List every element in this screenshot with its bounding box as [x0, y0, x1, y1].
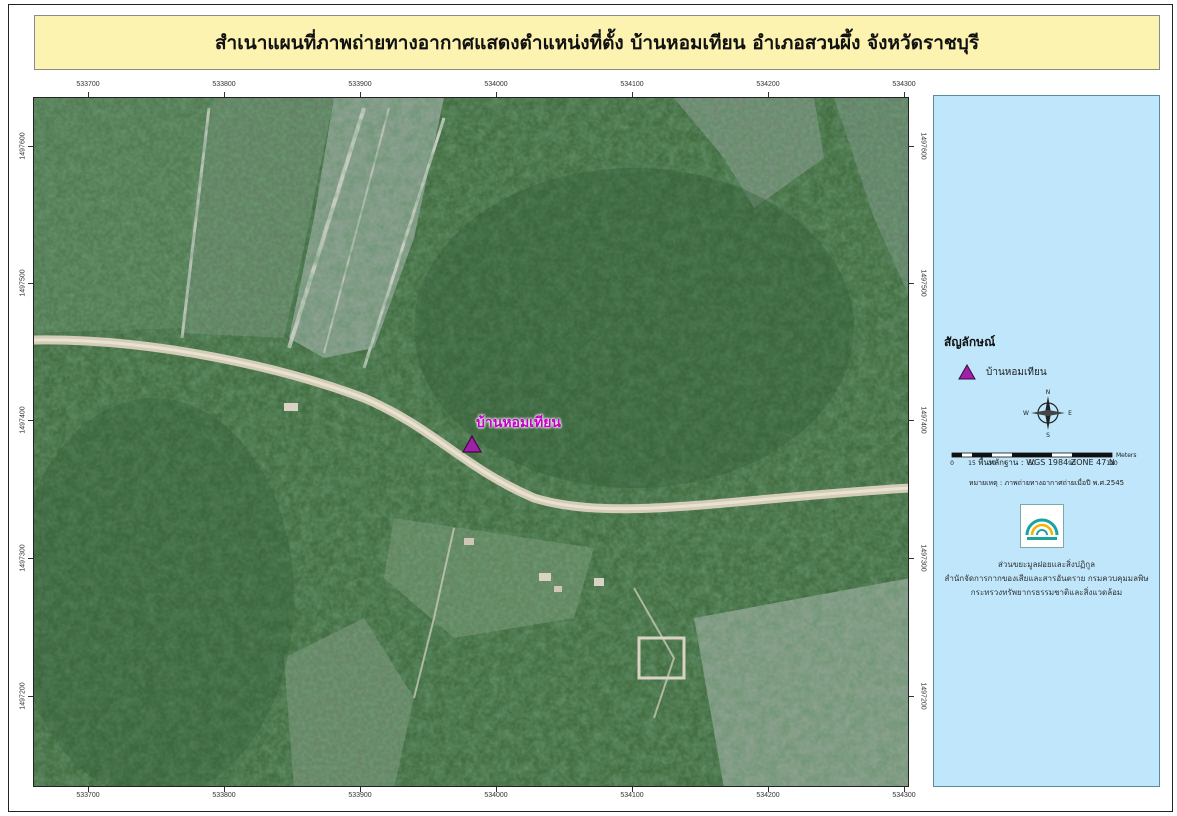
org-line-2: สำนักจัดการกากของเสียและสารอันตราย กรมคว… [944, 574, 1149, 583]
easting-label-top: 533700 [76, 81, 100, 88]
scale-tick-120: 120 [1106, 460, 1118, 467]
tick-mark [909, 696, 914, 697]
northing-label-right: 1497500 [919, 269, 927, 297]
tick-mark [909, 558, 914, 559]
legend-heading: สัญลักษณ์ [944, 335, 996, 349]
easting-label-bottom: 533800 [212, 792, 236, 799]
datum-text: พื้นหลักฐาน : WGS 1984 ZONE 47 N [978, 458, 1115, 467]
northing-label-left: 1497400 [19, 406, 27, 434]
northing-label-left: 1497500 [19, 269, 27, 297]
northing-label-right: 1497300 [919, 544, 927, 572]
tick-mark [632, 787, 633, 792]
easting-label-bottom: 533700 [76, 792, 100, 799]
scale-tick-60: 60 [1028, 460, 1036, 467]
compass-w: W [1023, 410, 1029, 417]
tick-mark [360, 92, 361, 97]
tick-mark [88, 92, 89, 97]
tick-mark [224, 92, 225, 97]
easting-label-bottom: 534100 [620, 792, 644, 799]
easting-label-bottom: 534200 [756, 792, 780, 799]
photo-date-note: หมายเหตุ : ภาพถ่ายทางอากาศถ่ายเมื่อปี พ.… [968, 479, 1125, 487]
scale-tick-0: 0 [950, 460, 954, 467]
org-line-1: ส่วนขยะมูลฝอยและสิ่งปฏิกูล [998, 560, 1095, 569]
scale-tick-90: 90 [1068, 460, 1076, 467]
pcd-logo-icon [1025, 518, 1059, 540]
tick-mark [28, 146, 33, 147]
northing-label-left: 1497600 [19, 132, 27, 160]
northing-label-right: 1497600 [919, 132, 927, 160]
easting-label-top: 533900 [348, 81, 372, 88]
tick-mark [224, 787, 225, 792]
tick-mark [909, 420, 914, 421]
easting-label-bottom: 533900 [348, 792, 372, 799]
tick-mark [28, 283, 33, 284]
organization-text: ส่วนขยะมูลฝอยและสิ่งปฏิกูล สำนักจัดการกา… [934, 558, 1159, 600]
compass-rose-icon: N S E W [1023, 389, 1072, 438]
tick-mark [904, 787, 905, 792]
northing-label-left: 1497300 [19, 544, 27, 572]
agency-logo [1020, 504, 1064, 548]
scale-tick-15: 15 [968, 460, 976, 467]
compass-e: E [1068, 410, 1072, 417]
tick-mark [904, 92, 905, 97]
triangle-symbol-icon [958, 364, 976, 380]
easting-label-top: 534200 [756, 81, 780, 88]
legend-panel: สัญลักษณ์ บ้านหอมเทียน N S E W พื้นหลักฐ… [933, 95, 1160, 787]
northing-label-left: 1497200 [19, 682, 27, 710]
tick-mark [496, 92, 497, 97]
easting-label-top: 534100 [620, 81, 644, 88]
tick-mark [632, 92, 633, 97]
easting-label-top: 534000 [484, 81, 508, 88]
tick-mark [768, 92, 769, 97]
tick-mark [28, 696, 33, 697]
easting-label-top: 534300 [892, 81, 916, 88]
tick-mark [28, 420, 33, 421]
village-marker-icon[interactable] [461, 434, 483, 454]
org-line-3: กระทรวงทรัพยากรธรรมชาติและสิ่งแวดล้อม [970, 588, 1123, 597]
scale-bar: 0 15 30 60 90 120 Meters [950, 452, 1137, 467]
scale-tick-30: 30 [988, 460, 996, 467]
easting-label-bottom: 534300 [892, 792, 916, 799]
northing-label-right: 1497400 [919, 406, 927, 434]
northing-label-right: 1497200 [919, 682, 927, 710]
tick-mark [28, 558, 33, 559]
map-title: สำเนาแผนที่ภาพถ่ายทางอากาศแสดงตำแหน่งที่… [34, 15, 1160, 70]
tick-mark [496, 787, 497, 792]
tick-mark [768, 787, 769, 792]
tick-mark [909, 283, 914, 284]
compass-n: N [1046, 389, 1051, 396]
easting-label-bottom: 534000 [484, 792, 508, 799]
legend-item-label: บ้านหอมเทียน [986, 366, 1047, 378]
scale-unit: Meters [1116, 452, 1137, 459]
tick-mark [88, 787, 89, 792]
tick-mark [360, 787, 361, 792]
easting-label-top: 533800 [212, 81, 236, 88]
tick-mark [909, 146, 914, 147]
legend-item-village: บ้านหอมเทียน [958, 364, 1047, 380]
compass-s: S [1046, 432, 1050, 438]
place-label-ban-hom-thian: บ้านหอมเทียน [476, 415, 561, 431]
